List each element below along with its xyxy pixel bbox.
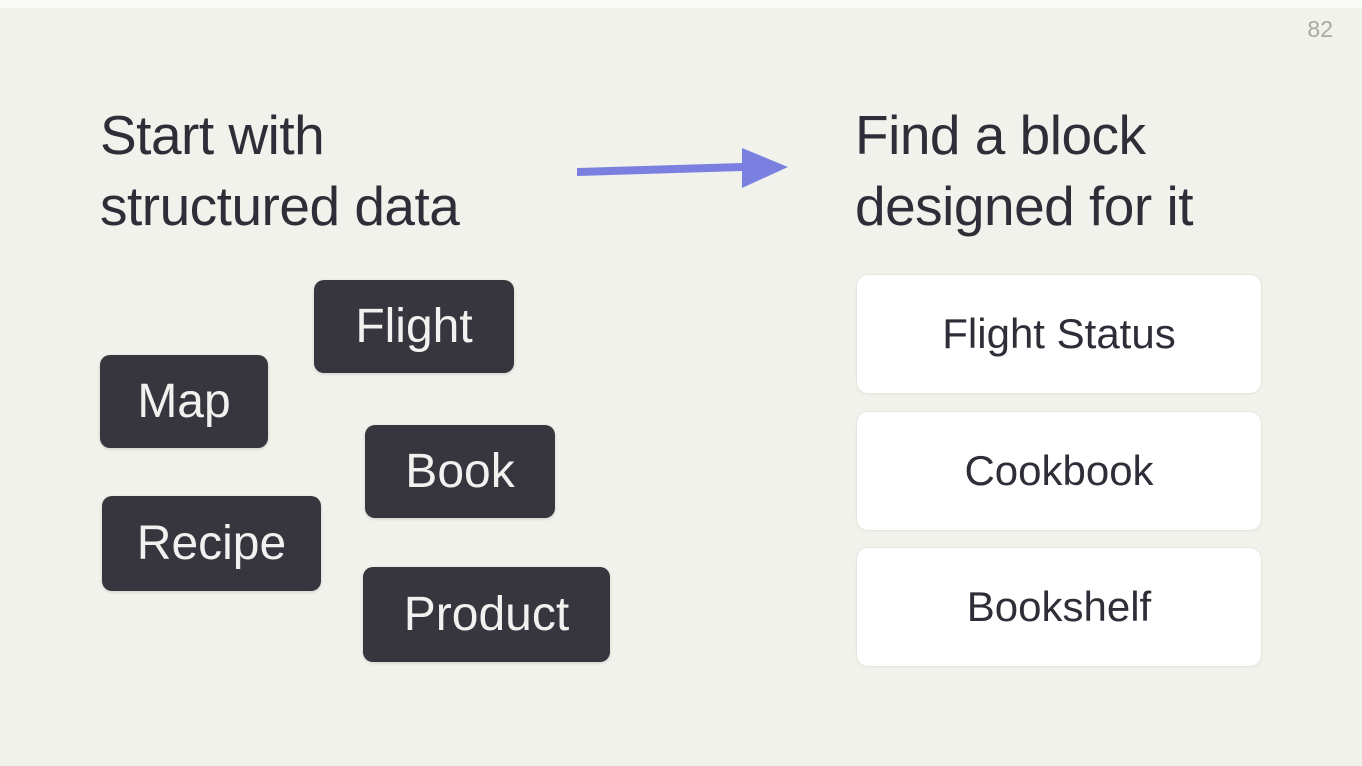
arrow-right-icon xyxy=(577,148,788,188)
block-card-bookshelf[interactable]: Bookshelf xyxy=(856,547,1262,667)
data-tag-product[interactable]: Product xyxy=(363,567,610,662)
block-card-cookbook[interactable]: Cookbook xyxy=(856,411,1262,531)
page-number: 82 xyxy=(1307,16,1333,42)
top-edge-highlight xyxy=(0,0,1362,8)
right-heading: Find a block designed for it xyxy=(855,104,1194,237)
left-heading: Start with structured data xyxy=(100,104,460,237)
data-tag-flight[interactable]: Flight xyxy=(314,280,514,373)
data-tag-book[interactable]: Book xyxy=(365,425,555,518)
data-tag-recipe[interactable]: Recipe xyxy=(102,496,321,591)
block-card-flight-status[interactable]: Flight Status xyxy=(856,274,1262,394)
data-tag-map[interactable]: Map xyxy=(100,355,268,448)
